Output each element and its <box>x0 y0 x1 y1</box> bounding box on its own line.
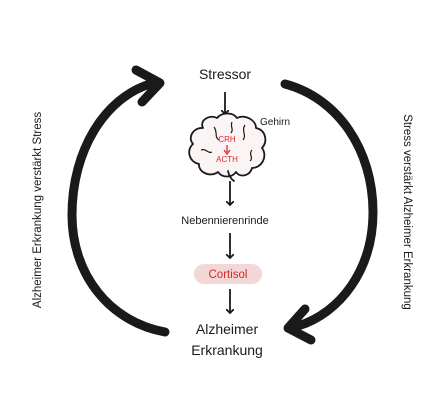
right-loop-arrow <box>280 79 378 345</box>
right-loop-label: Stress verstärkt Alzheimer Erkrankung <box>401 114 413 310</box>
stressor-label: Stressor <box>199 66 251 82</box>
left-loop-arrowhead <box>131 65 165 107</box>
brain-label: Gehirn <box>260 117 290 128</box>
left-loop-arrow <box>67 65 170 337</box>
outcome-line2: Erkrankung <box>191 342 263 358</box>
crh-label: CRH <box>218 135 236 144</box>
crh-to-acth-arrow <box>223 145 231 156</box>
outcome-line1: Alzheimer <box>196 321 259 337</box>
left-loop-label: Alzheimer Erkrankung verstärkt Stress <box>32 112 44 308</box>
acth-label: ACTH <box>216 155 238 164</box>
right-loop-arrowhead <box>283 304 316 345</box>
adrenal-label: Nebennierenrinde <box>181 215 268 227</box>
cortisol-label: Cortisol <box>209 269 248 281</box>
cortisol-pill <box>194 264 262 284</box>
